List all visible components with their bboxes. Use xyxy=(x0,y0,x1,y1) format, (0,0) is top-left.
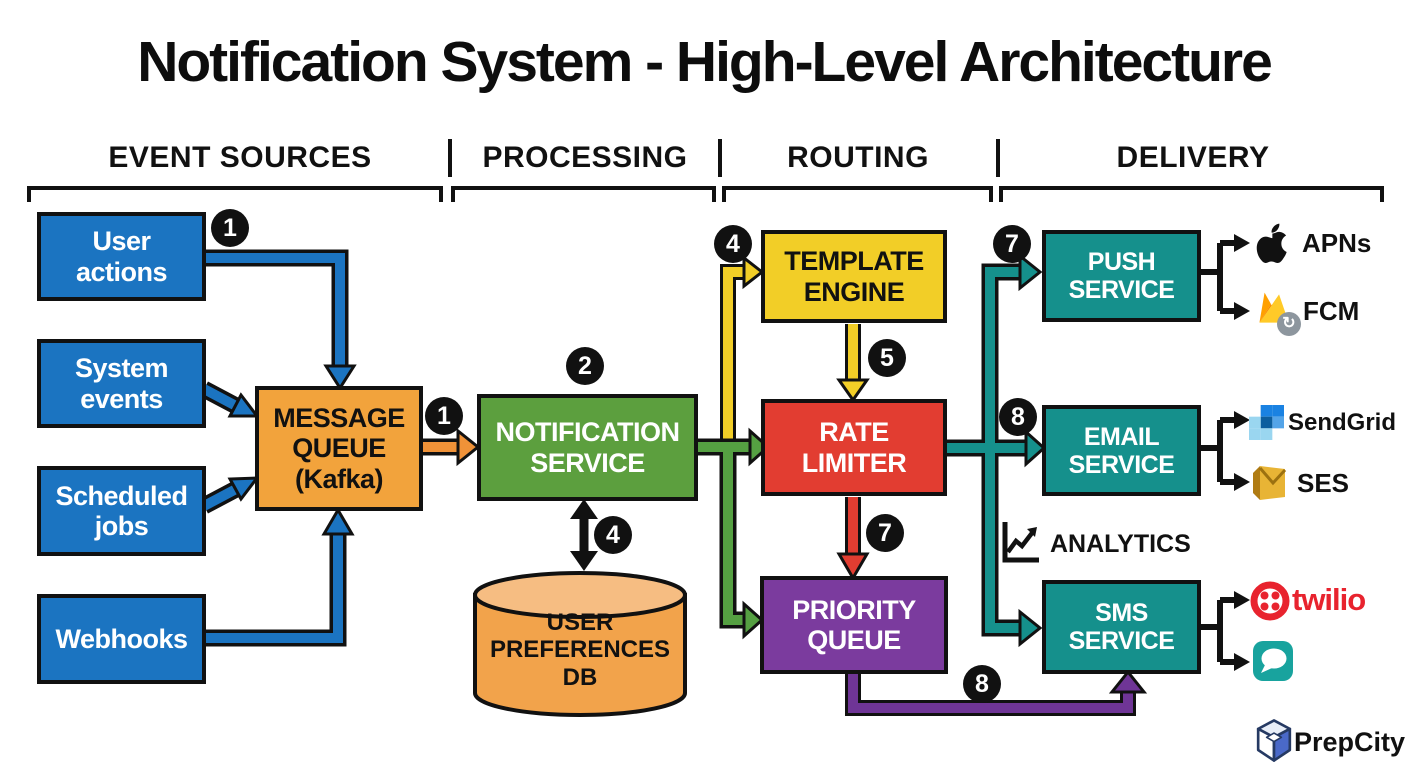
node-notification-service: NOTIFICATION SERVICE xyxy=(477,394,698,501)
arrow-to-template-engine xyxy=(720,254,765,452)
step-badge: 8 xyxy=(963,665,1001,703)
node-system-events: System events xyxy=(37,339,206,428)
column-header-routing: ROUTING xyxy=(787,141,929,174)
diagram-title: Notification System - High-Level Archite… xyxy=(137,30,1273,94)
node-user-preferences-db: USER PREFERENCES DB xyxy=(489,608,671,691)
node-message-queue: MESSAGE QUEUE (Kafka) xyxy=(255,386,423,511)
ses-icon xyxy=(1253,466,1287,500)
node-webhooks: Webhooks xyxy=(37,594,206,684)
column-bracket-lines xyxy=(27,186,1384,202)
column-header-delivery: DELIVERY xyxy=(1116,141,1270,174)
provider-label-fcm: FCM xyxy=(1303,296,1360,326)
refresh-badge-icon: ↻ xyxy=(1277,312,1301,336)
step-badge: 1 xyxy=(211,209,249,247)
column-separator xyxy=(718,139,722,177)
column-separator xyxy=(996,139,1000,177)
node-user-actions: User actions xyxy=(37,212,206,301)
arrows-event-sources xyxy=(200,249,357,647)
provider-label-apns: APNs xyxy=(1302,228,1372,258)
analytics-label: ANALYTICS xyxy=(1050,530,1191,558)
arrows-service-routing xyxy=(697,427,771,640)
arrow-limiter-to-priority xyxy=(836,497,870,581)
twilio-icon xyxy=(1250,581,1290,621)
provider-fanout-heads xyxy=(1234,234,1250,671)
node-rate-limiter: RATE LIMITER xyxy=(761,399,947,496)
provider-fanout-lines xyxy=(1201,240,1236,665)
chat-bubble-icon xyxy=(1253,641,1293,681)
prepcity-logo-icon xyxy=(1256,719,1292,762)
node-priority-queue: PRIORITY QUEUE xyxy=(760,576,948,674)
provider-label-twilio: twilio xyxy=(1292,582,1366,617)
step-badge: 7 xyxy=(993,225,1031,263)
apple-icon xyxy=(1256,223,1287,263)
analytics-chart-icon xyxy=(1002,522,1039,563)
provider-label-sendgrid: SendGrid xyxy=(1288,409,1397,436)
step-badge: 2 xyxy=(566,347,604,385)
arrow-service-db-sync xyxy=(570,499,598,571)
step-badge: 8 xyxy=(999,398,1037,436)
step-badge: 4 xyxy=(714,225,752,263)
column-header-processing: PROCESSING xyxy=(482,141,688,174)
step-badge: 5 xyxy=(868,339,906,377)
arrow-queue-to-service xyxy=(420,427,481,467)
node-email-service: EMAIL SERVICE xyxy=(1042,405,1201,496)
node-scheduled-jobs: Scheduled jobs xyxy=(37,466,206,556)
provider-label-ses: SES xyxy=(1297,468,1350,498)
column-header-event-sources: EVENT SOURCES xyxy=(108,141,372,174)
step-badge: 4 xyxy=(594,516,632,554)
brand-label: PrepCity xyxy=(1294,727,1406,757)
arrows-to-delivery xyxy=(944,252,1047,648)
sendgrid-icon xyxy=(1249,405,1284,440)
step-badge: 7 xyxy=(866,514,904,552)
node-template-engine: TEMPLATE ENGINE xyxy=(761,230,947,323)
column-separator xyxy=(448,139,452,177)
node-push-service: PUSH SERVICE xyxy=(1042,230,1201,322)
node-sms-service: SMS SERVICE xyxy=(1042,580,1201,674)
database-cylinder xyxy=(473,571,687,717)
step-badge: 1 xyxy=(425,397,463,435)
arrow-priority-to-sms xyxy=(845,669,1148,716)
arrow-template-to-limiter xyxy=(836,324,870,403)
